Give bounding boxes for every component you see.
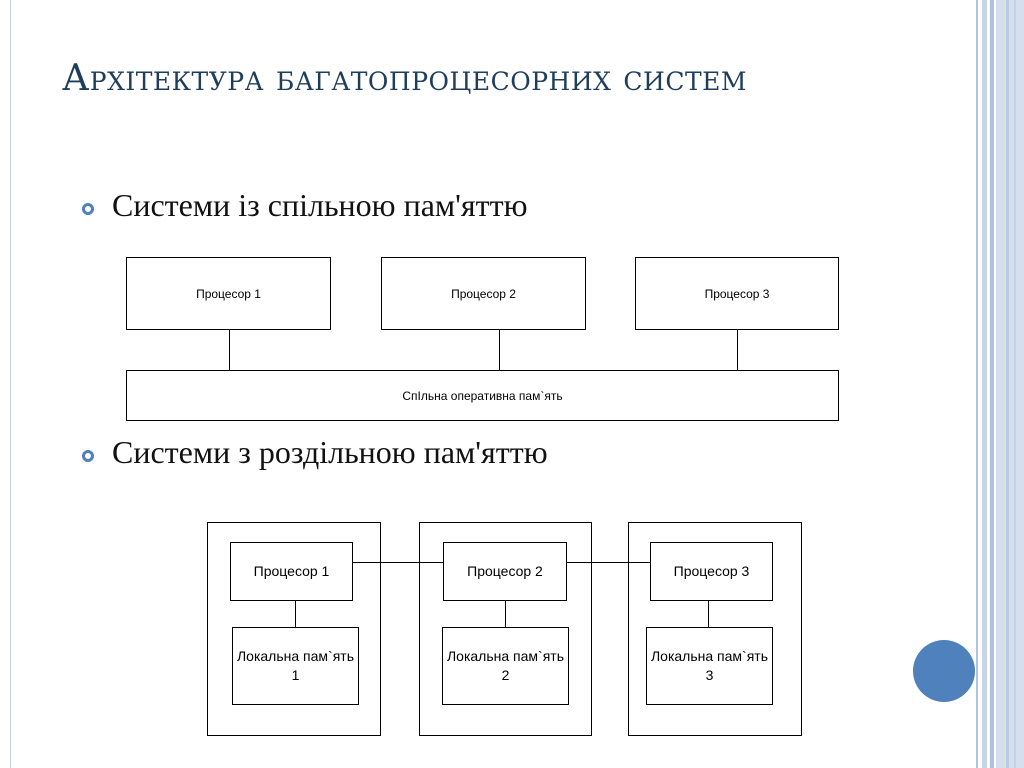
circle-bullet-icon [82,450,94,462]
decorative-stripe [976,0,978,768]
connector-line [295,601,296,627]
processor-box: Процесор 3 [635,257,839,330]
connector-line [505,601,506,627]
left-frame-line [10,0,11,768]
circle-bullet-icon [82,203,94,215]
bullet-distributed-memory: Системи з роздільною пам'яттю [112,434,548,470]
bullet-shared-memory: Системи із спільною пам'яттю [112,187,528,223]
decorative-stripe [1006,0,1009,768]
interconnect-line [352,562,444,563]
slide-title: Архітектура багатопроцесорних систем [62,58,747,99]
processor-box: Процесор 1 [230,542,353,601]
shared-memory-box: СпІльна оперативна пам`ять [126,370,839,421]
connector-line [708,601,709,627]
connector-line [737,330,738,370]
processor-box: Процесор 3 [650,542,773,601]
local-memory-box: Локальна пам`ять 1 [232,627,359,705]
local-memory-box: Локальна пам`ять 3 [646,627,773,705]
local-memory-box: Локальна пам`ять 2 [442,627,569,705]
connector-line [499,330,500,370]
decorative-stripe [990,0,994,768]
processor-box: Процесор 1 [126,257,331,330]
connector-line [229,330,230,370]
interconnect-line [566,562,651,563]
decorative-stripe [996,0,1024,768]
decorative-stripe [1014,0,1016,768]
decorative-circle [913,640,975,702]
processor-box: Процесор 2 [381,257,586,330]
decorative-stripe [982,0,987,768]
processor-box: Процесор 2 [443,542,567,601]
